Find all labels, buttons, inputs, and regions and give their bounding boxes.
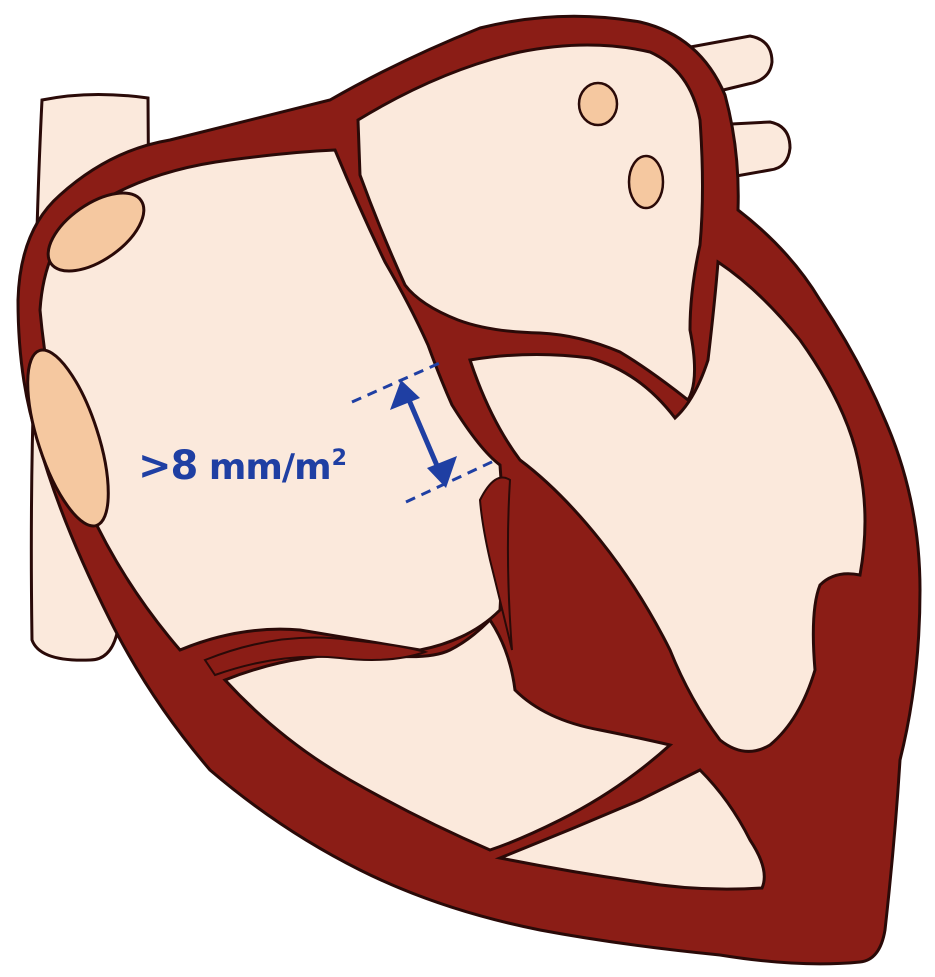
measurement-unit: mm/m xyxy=(209,447,331,488)
pulmonary-vein-orifice-1 xyxy=(579,83,617,125)
measurement-exponent: 2 xyxy=(332,446,346,471)
measurement-label: >8 mm/m2 xyxy=(138,446,346,486)
pulmonary-vein-orifice-2 xyxy=(629,156,663,208)
measurement-value: >8 xyxy=(138,443,197,489)
